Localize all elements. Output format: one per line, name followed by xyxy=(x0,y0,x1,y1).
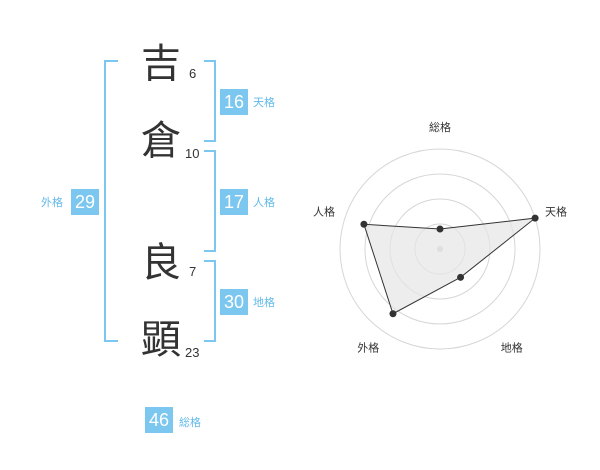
chikaku-bracket xyxy=(204,260,216,342)
radar-point-4 xyxy=(389,310,397,318)
tenkaku-bracket xyxy=(204,60,216,142)
radar-axis-label-1: 総格 xyxy=(429,120,451,134)
radar-point-5 xyxy=(360,220,368,228)
radar-point-2 xyxy=(531,214,539,222)
gaikaku-value: 29 xyxy=(71,189,99,215)
name-char-2: 倉 xyxy=(141,118,181,164)
stroke-count-4: 23 xyxy=(185,345,200,360)
name-char-1: 吉 xyxy=(141,41,181,87)
stroke-count-1: 6 xyxy=(189,66,197,81)
radar-axis-label-5: 人格 xyxy=(313,204,335,218)
name-char-4: 顕 xyxy=(141,317,181,363)
gaikaku-label: 外格 xyxy=(41,196,63,209)
soukaku-value: 46 xyxy=(145,407,173,433)
radar-axis-label-2: 天格 xyxy=(545,204,567,218)
radar-point-1 xyxy=(436,225,444,233)
radar-axis-label-4: 外格 xyxy=(357,341,379,355)
name-char-3: 良 xyxy=(141,240,181,286)
jinkaku-label: 人格 xyxy=(253,196,275,209)
radar-points xyxy=(360,214,539,318)
radar-ring xyxy=(364,173,516,325)
jinkaku-bracket xyxy=(204,150,216,252)
radar-axis-label-3: 地格 xyxy=(501,341,523,355)
soukaku-label: 総格 xyxy=(179,416,201,429)
radar-ring xyxy=(339,148,541,350)
chikaku-value: 30 xyxy=(220,289,248,315)
tenkaku-value: 16 xyxy=(220,89,248,115)
radar-point-3 xyxy=(457,273,465,281)
chikaku-label: 地格 xyxy=(253,296,275,309)
stroke-count-3: 7 xyxy=(189,264,197,279)
jinkaku-value: 17 xyxy=(220,189,248,215)
tenkaku-label: 天格 xyxy=(253,96,275,109)
radar-area xyxy=(363,217,537,315)
stroke-count-2: 10 xyxy=(185,146,200,161)
gaikaku-bracket xyxy=(104,60,118,342)
